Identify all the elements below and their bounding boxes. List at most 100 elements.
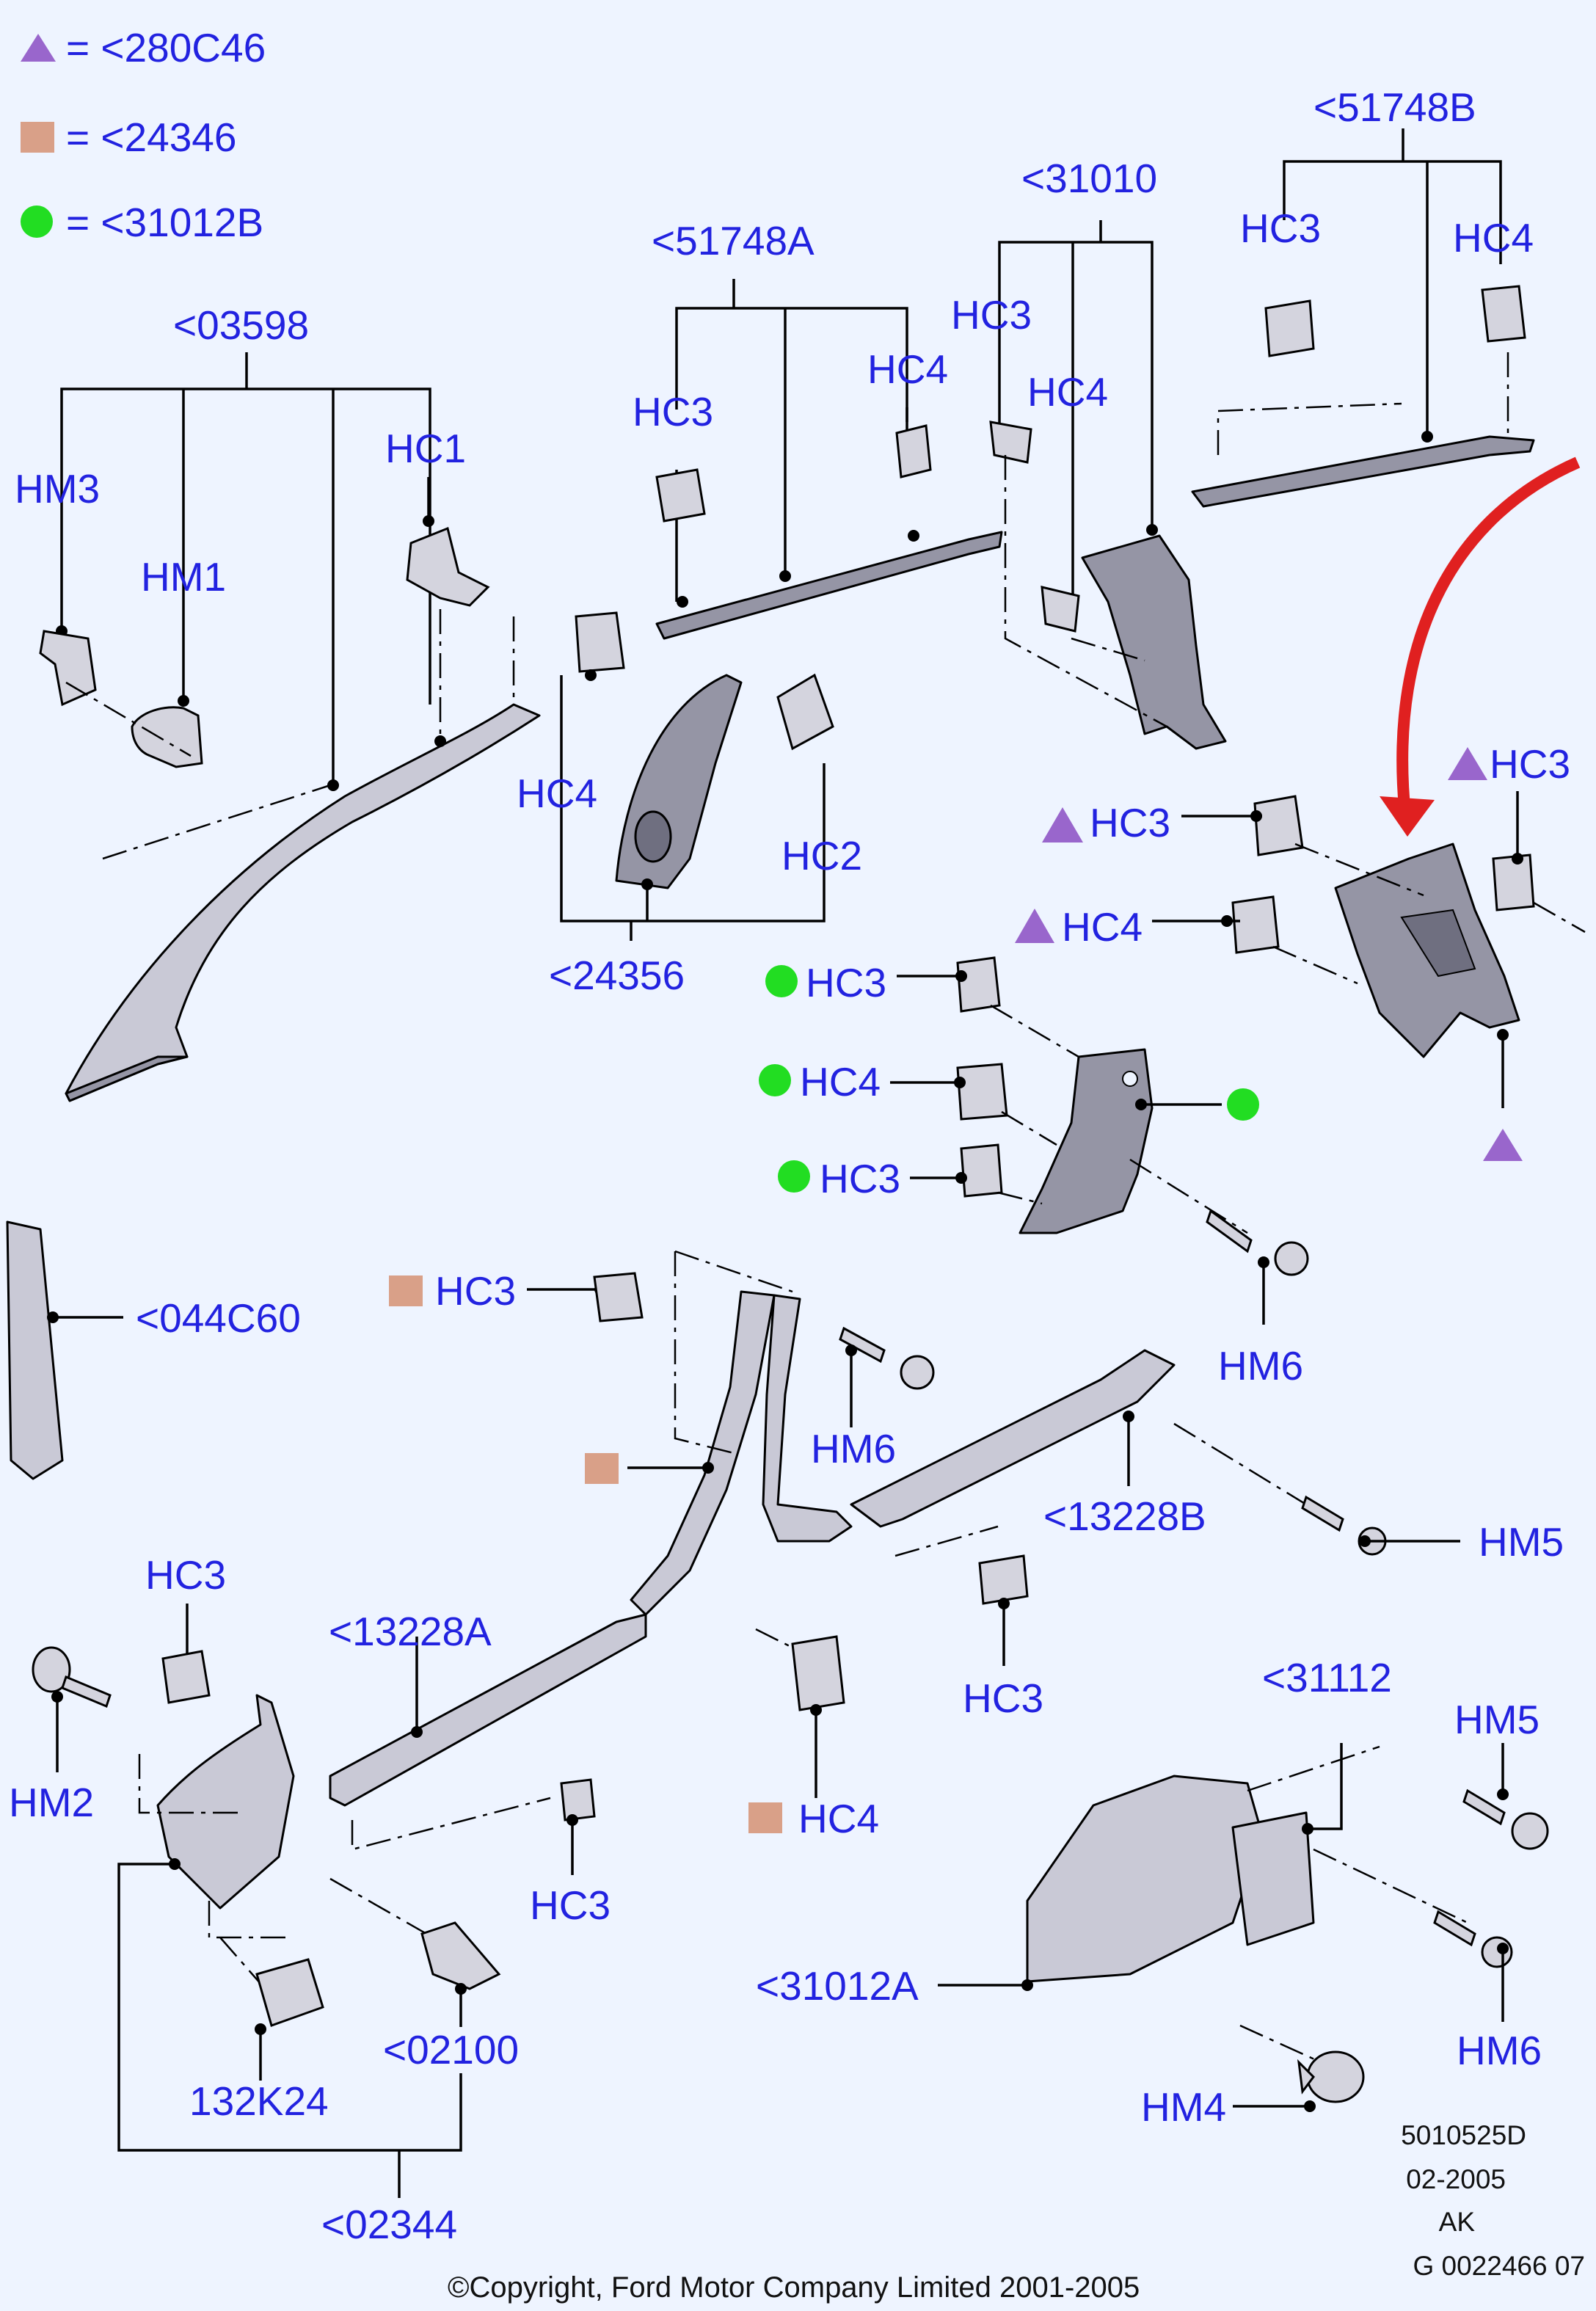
label-02344: <02344 [321, 2202, 457, 2247]
label-51748a: <51748A [652, 218, 815, 263]
label-hc3-a: HC3 [633, 389, 713, 434]
square-marker-icon [748, 1802, 782, 1833]
hm5-fastener-b [1462, 1788, 1549, 1850]
hm3-fastener [39, 630, 97, 707]
label-hm5-a: HM5 [1479, 1519, 1564, 1565]
part-044c60 [6, 1220, 64, 1480]
diagram-initials: AK [1439, 2207, 1476, 2237]
sill-13228b [850, 1349, 1176, 1528]
hm4-fastener [1297, 2050, 1365, 2103]
label-hm3: HM3 [15, 466, 100, 512]
label-hc3-g1: HC3 [806, 960, 886, 1005]
label-hc3-b: HC3 [951, 292, 1032, 338]
triangle-marker-icon [1015, 909, 1054, 943]
sill-13228a [329, 1613, 647, 1807]
rail-51748a [655, 531, 1003, 640]
label-hm2: HM2 [9, 1780, 94, 1825]
part-132k24 [255, 1958, 324, 2027]
hm2-fastener [32, 1646, 112, 1708]
label-hm1: HM1 [141, 554, 226, 600]
a-pillar-trim [65, 703, 541, 1102]
hm6-fastener-c [1433, 1910, 1513, 1968]
hm5-fastener-a [1301, 1495, 1387, 1556]
legend-circle-icon [21, 205, 53, 238]
label-044c60: <044C60 [136, 1295, 301, 1341]
legend-triangle-icon [21, 34, 56, 62]
label-hm6-a: HM6 [1218, 1343, 1303, 1389]
legend-square-icon [21, 122, 54, 153]
circle-marker-icon [765, 965, 798, 997]
label-hc3-g2: HC3 [820, 1156, 900, 1201]
leader-31010 [998, 241, 1154, 602]
label-hc3-f: HC3 [530, 1882, 611, 1928]
label-hc2: HC2 [781, 833, 862, 878]
label-hc4-d: HC4 [517, 771, 597, 816]
label-13228a: <13228A [329, 1609, 492, 1654]
label-24356: <24356 [549, 953, 685, 998]
legend-circle-text: = <31012B [66, 200, 263, 245]
label-13228b: <13228B [1043, 1493, 1206, 1539]
leader-51748b [1283, 160, 1502, 437]
label-hc4-tri: HC4 [1062, 904, 1143, 950]
label-02100: <02100 [383, 2027, 519, 2072]
label-132k24: 132K24 [189, 2078, 329, 2124]
diagram-code: 5010525D [1401, 2120, 1526, 2150]
panel-31012a [1026, 1775, 1264, 1983]
circle-marker-icon [1227, 1088, 1259, 1121]
hm1-fastener [131, 706, 203, 768]
label-hc4-a: HC4 [867, 346, 948, 392]
label-hc3-sq: HC3 [435, 1268, 516, 1314]
label-hc4-c: HC4 [1453, 215, 1534, 261]
hm6-fastener-b [839, 1326, 935, 1390]
diagram-ref: G 0022466 07 [1413, 2251, 1585, 2281]
label-hm5-b: HM5 [1454, 1697, 1539, 1742]
label-hc4-sq: HC4 [798, 1796, 879, 1841]
triangle-marker-icon [1448, 747, 1487, 780]
label-hc4-b: HC4 [1027, 369, 1108, 415]
label-hm4: HM4 [1141, 2084, 1226, 2130]
triangle-marker-icon [1483, 1129, 1523, 1161]
label-hc3-e: HC3 [963, 1675, 1043, 1721]
leader-03598 [60, 387, 431, 785]
legend: = <280C46 = <24346 = <31012B [21, 25, 266, 245]
label-hc4-g: HC4 [800, 1059, 881, 1104]
rail-51748b [1191, 435, 1535, 508]
circle-marker-icon [759, 1064, 791, 1096]
label-hc3-tri1: HC3 [1090, 800, 1170, 845]
leader-02344 [117, 1863, 462, 2198]
label-hc3-tri2: HC3 [1490, 741, 1570, 787]
circle-marker-icon [778, 1160, 810, 1193]
label-hc3-c: HC3 [1240, 205, 1321, 251]
copyright: ©Copyright, Ford Motor Company Limited 2… [448, 2271, 1140, 2304]
leader-24356 [560, 675, 826, 922]
bracket-02344 [156, 1694, 295, 1910]
b-pillar-31010 [1081, 534, 1227, 750]
legend-square-text: = <24346 [66, 114, 236, 160]
label-hc3-h: HC3 [145, 1552, 226, 1598]
label-31012a: <31012A [756, 1963, 919, 2009]
trim-31012b [1019, 1048, 1154, 1234]
label-hm6-c: HM6 [1457, 2028, 1542, 2073]
plate-31112 [1231, 1811, 1315, 1946]
label-31112: <31112 [1262, 1655, 1392, 1700]
hm6-fastener-a [1206, 1209, 1309, 1276]
red-arrow-head [1380, 796, 1435, 837]
trim-280c46 [1334, 842, 1520, 1058]
square-marker-icon [585, 1453, 619, 1484]
hc1-clip [406, 526, 490, 607]
label-51748b: <51748B [1313, 84, 1476, 130]
part-02100 [420, 1921, 501, 1990]
label-hc1: HC1 [385, 426, 466, 471]
legend-triangle-text: = <280C46 [66, 25, 266, 70]
trim-24356 [615, 674, 743, 889]
label-31010: <31010 [1021, 156, 1157, 201]
red-arrow [1396, 456, 1581, 815]
diagram-date: 02-2005 [1406, 2164, 1506, 2194]
label-03598: <03598 [173, 302, 309, 348]
square-marker-icon [389, 1275, 423, 1306]
triangle-marker-icon [1042, 807, 1083, 842]
label-hm6-b: HM6 [811, 1426, 896, 1471]
leader-51748a [675, 307, 908, 576]
